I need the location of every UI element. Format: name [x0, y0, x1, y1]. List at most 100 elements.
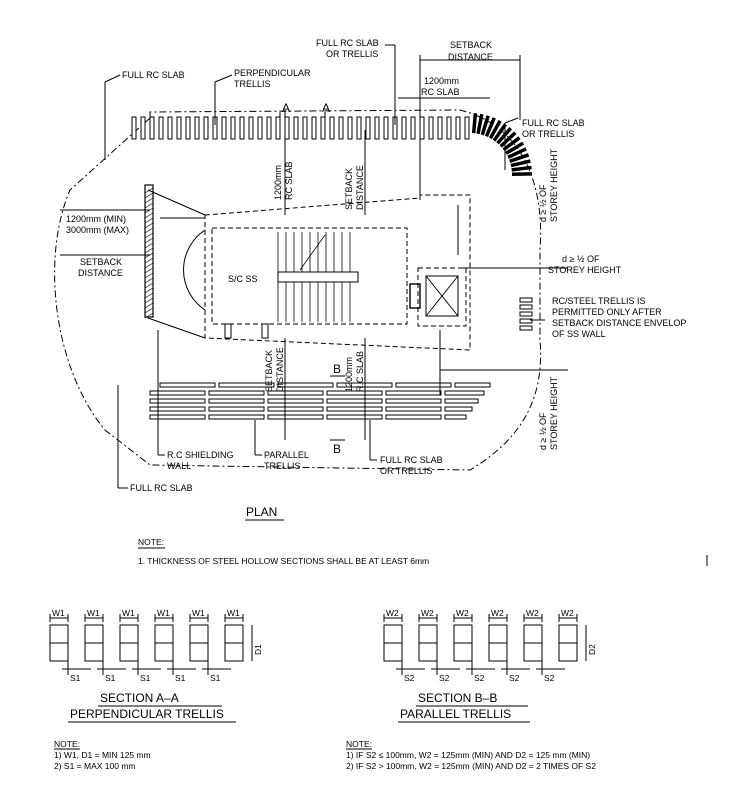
wall-hatch: [144, 187, 154, 319]
plan-geometry: [54, 109, 542, 471]
d-label: D2: [587, 644, 597, 655]
s-label: S1: [210, 673, 221, 683]
label-trellis-note-2: PERMITTED ONLY AFTER: [552, 307, 662, 317]
label-storey-mid-2: STOREY HEIGHT: [548, 265, 622, 275]
s-label: S1: [105, 673, 116, 683]
section-a-subtitle: PERPENDICULAR TRELLIS: [70, 707, 224, 721]
label-perpendicular-2: TRELLIS: [234, 79, 271, 89]
s-label: S2: [544, 673, 555, 683]
bottom-trellis: [149, 382, 491, 420]
label-full-rc-slab-tl: FULL RC SLAB: [122, 70, 185, 80]
section-a-title: SECTION A–A: [100, 691, 179, 705]
label-rc-trellis-bottom-2: OR TRELLIS: [380, 466, 432, 476]
label-storey-top-1: d ≥ ½ OF: [538, 184, 548, 222]
section-a-note1: 1) W1, D1 = MIN 125 mm: [54, 750, 151, 760]
d-label: D1: [253, 644, 263, 655]
s-label: S2: [404, 673, 415, 683]
s-label: S2: [439, 673, 450, 683]
section-b-note-heading: NOTE:: [346, 739, 372, 749]
label-setback-bottom-1: SETBACK: [264, 350, 274, 392]
label-1200-bottom-1: 1200mm: [344, 357, 354, 392]
label-setback-top-1: SETBACK: [450, 40, 492, 50]
w-label: W1: [227, 608, 240, 618]
top-trellis: [131, 116, 470, 140]
w-label: W1: [52, 608, 65, 618]
label-setback-top-2: DISTANCE: [448, 52, 493, 62]
right-trellis: [471, 113, 533, 331]
plan-labels: FULL RC SLAB PERPENDICULAR TRELLIS A A F…: [66, 38, 686, 521]
section-a-left: A: [282, 101, 290, 115]
label-1200-top-2: RC SLAB: [421, 87, 460, 97]
label-setback-left-1: SETBACK: [80, 257, 122, 267]
s-label: S2: [474, 673, 485, 683]
w-label: W1: [122, 608, 135, 618]
dimension-lines: [60, 44, 568, 489]
section-b-top: B: [333, 362, 341, 376]
w-label: W2: [386, 608, 399, 618]
label-storey-bottom-1: d ≥ ½ OF: [538, 412, 548, 450]
label-shielding-1: R.C SHIELDING: [167, 450, 234, 460]
section-a-note-heading: NOTE:: [54, 739, 80, 749]
label-storey-bottom-2: STOREY HEIGHT: [549, 376, 559, 450]
label-setback-bottom-2: DISTANCE: [275, 347, 285, 392]
label-parallel-1: PARALLEL: [264, 450, 309, 460]
label-1200-vert-2: RC SLAB: [284, 161, 294, 200]
label-setback-vert-2: DISTANCE: [355, 165, 365, 210]
section-b-note1: 1) IF S2 ≤ 100mm, W2 = 125mm (MIN) AND D…: [346, 750, 590, 760]
label-rc-trellis-top-2: OR TRELLIS: [326, 49, 378, 59]
shielding-wall: [144, 184, 154, 318]
label-trellis-note-4: OF SS WALL: [552, 329, 606, 339]
label-storey-mid-1: d ≥ ½ OF: [562, 254, 600, 264]
label-rc-trellis-right-1: FULL RC SLAB: [522, 118, 585, 128]
label-scss: S/C SS: [228, 274, 258, 284]
label-parallel-2: TRELLIS: [264, 461, 301, 471]
w-label: W2: [491, 608, 504, 618]
s-label: S1: [140, 673, 151, 683]
section-b-subtitle: PARALLEL TRELLIS: [400, 707, 511, 721]
w-label: W1: [87, 608, 100, 618]
label-wall-dim-2: 3000mm (MAX): [66, 225, 129, 235]
label-1200-top-1: 1200mm: [424, 76, 459, 86]
label-1200-bottom-2: R.C SLAB: [355, 351, 365, 392]
lift-car: [425, 275, 459, 317]
core-outline: [211, 227, 408, 325]
general-note: NOTE: 1. THICKNESS OF STEEL HOLLOW SECTI…: [138, 537, 708, 566]
w-label: W2: [456, 608, 469, 618]
label-storey-top-2: STOREY HEIGHT: [549, 148, 559, 222]
section-b-text: SECTION B–B PARALLEL TRELLIS NOTE: 1) IF…: [346, 691, 596, 771]
w-label: W1: [192, 608, 205, 618]
label-shielding-2: WALL: [167, 461, 191, 471]
w-label: W1: [157, 608, 170, 618]
plan-title: PLAN: [246, 505, 277, 519]
label-1200-vert-1: 1200mm: [273, 165, 283, 200]
w-label: W2: [561, 608, 574, 618]
section-b-note2: 2) IF S2 > 100mm, W2 = 125mm (MIN) AND D…: [346, 761, 596, 771]
label-rc-trellis-right-2: OR TRELLIS: [522, 129, 574, 139]
label-wall-dim-1: 1200mm (MIN): [66, 214, 126, 224]
s-label: S2: [509, 673, 520, 683]
section-a-text: SECTION A–A PERPENDICULAR TRELLIS NOTE: …: [54, 691, 236, 771]
lift-box: [417, 267, 467, 327]
section-a-note2: 2) S1 = MAX 100 mm: [54, 761, 136, 771]
w-label: W2: [421, 608, 434, 618]
general-note-line1: 1. THICKNESS OF STEEL HOLLOW SECTIONS SH…: [138, 556, 429, 566]
label-rc-trellis-top-1: FULL RC SLAB: [316, 38, 379, 48]
label-full-rc-slab-bl: FULL RC SLAB: [130, 483, 193, 493]
label-rc-trellis-bottom-1: FULL RC SLAB: [380, 455, 443, 465]
section-b-title: SECTION B–B: [418, 691, 497, 705]
section-a-right: A: [322, 101, 330, 115]
label-setback-vert-1: SETBACK: [344, 168, 354, 210]
label-trellis-note-3: SETBACK DISTANCE ENVELOP: [552, 318, 686, 328]
s-label: S1: [70, 673, 81, 683]
s-label: S1: [175, 673, 186, 683]
label-setback-left-2: DISTANCE: [78, 268, 123, 278]
w-label: W2: [526, 608, 539, 618]
label-perpendicular-1: PERPENDICULAR: [234, 68, 311, 78]
label-trellis-note-1: RC/STEEL TRELLIS IS: [552, 296, 646, 306]
stair-treads: [277, 232, 359, 322]
section-b-bottom: B: [333, 442, 341, 456]
general-note-heading: NOTE:: [138, 537, 164, 547]
